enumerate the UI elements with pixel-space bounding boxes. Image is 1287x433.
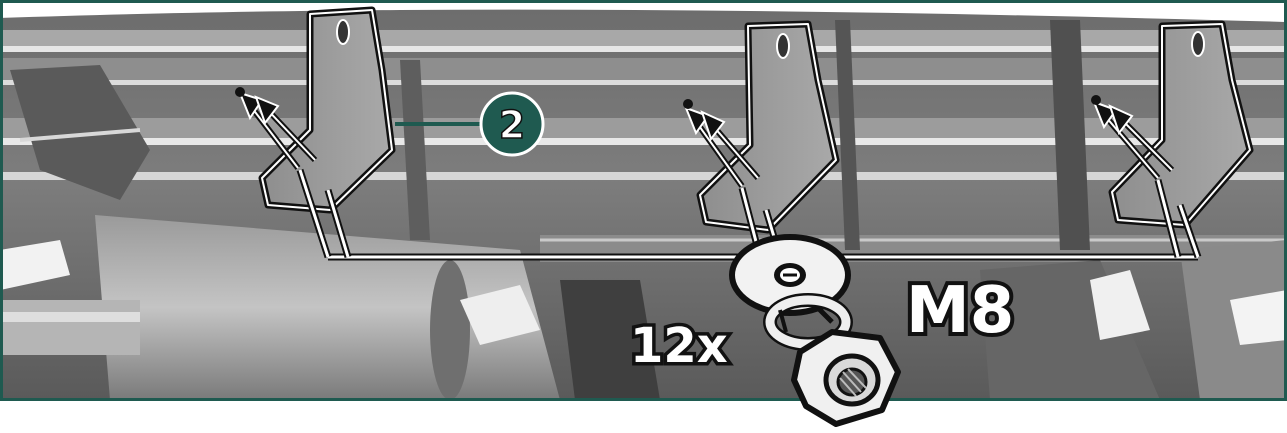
bolt-size-label: M8 [906,274,1014,348]
hex-nut-icon [794,332,898,424]
callout-number: 2 [499,103,525,147]
quantity-label: 12x [630,318,728,374]
